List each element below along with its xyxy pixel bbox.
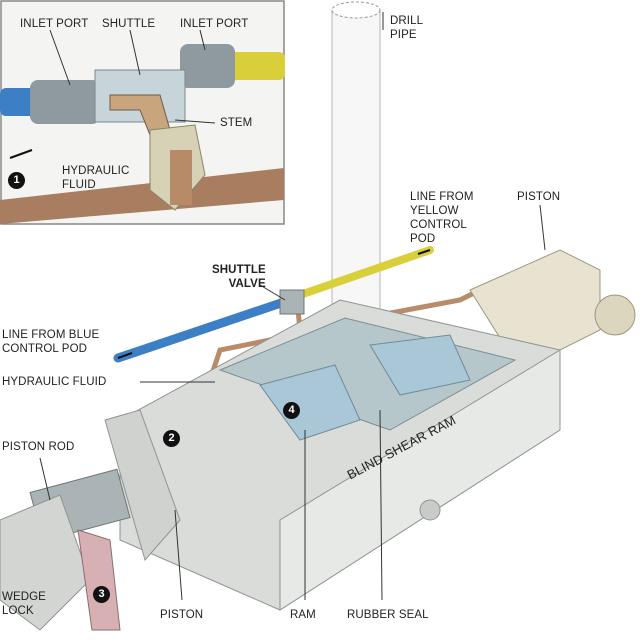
label-inlet-port-left: INLET PORT: [20, 18, 89, 30]
label-inset-hydraulic-fluid: HYDRAULIC FLUID: [62, 165, 130, 191]
label-stem: STEM: [220, 117, 253, 129]
step-3-badge: 3: [93, 586, 110, 603]
label-wedge-lock: WEDGE LOCK: [2, 591, 46, 617]
ram-right: [369, 334, 471, 396]
inset-stem: [170, 150, 192, 205]
label-hydraulic-fluid: HYDRAULIC FLUID: [2, 376, 107, 388]
label-piston-top: PISTON: [517, 191, 561, 203]
inset-pipe-copper: [0, 168, 284, 224]
inset-inlet-right-fitting: [180, 44, 235, 88]
blue-control-line: [113, 295, 295, 363]
label-drill-pipe: DRILL PIPE: [390, 15, 424, 41]
label-shuttle-valve: SHUTTLE VALVE: [212, 264, 266, 290]
blue-line-arrow-icon: [117, 352, 133, 359]
label-line-blue: LINE FROM BLUE CONTROL POD: [2, 329, 100, 355]
ram-left: [259, 364, 361, 441]
yellow-line-arrow-icon: [417, 249, 431, 255]
leader-lines: [39, 12, 546, 601]
shuttle-valve-body: [279, 289, 305, 315]
wedge-lock: [77, 529, 121, 631]
piston-housing-left: [0, 409, 181, 631]
label-inlet-port-right: INLET PORT: [180, 18, 249, 30]
label-shuttle: SHUTTLE: [102, 18, 156, 30]
step-4-badge: 4: [283, 402, 300, 419]
step-1-badge: 1: [8, 172, 25, 189]
label-ram: RAM: [290, 609, 316, 621]
step-2-badge: 2: [163, 430, 180, 447]
ram-body: [119, 299, 561, 611]
inset-panel: [0, 0, 285, 225]
inset-yellow-line: [225, 52, 285, 80]
label-piston-bottom: PISTON: [160, 609, 204, 621]
inset-inlet-left-fitting: [30, 80, 100, 124]
label-rubber-seal: RUBBER SEAL: [347, 609, 429, 621]
label-piston-rod: PISTON ROD: [2, 441, 75, 453]
inset-arrow-icon: [9, 149, 33, 159]
yellow-control-line: [296, 246, 434, 299]
label-line-yellow: LINE FROM YELLOW CONTROL POD: [410, 191, 474, 245]
